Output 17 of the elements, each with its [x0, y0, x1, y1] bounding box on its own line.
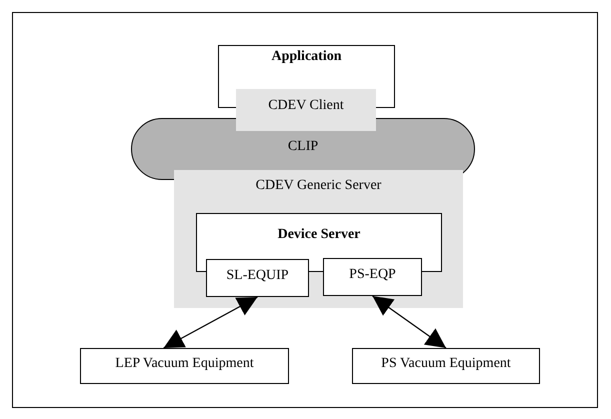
node-label: LEP Vacuum Equipment: [114, 356, 255, 372]
node-label: Application: [270, 49, 342, 65]
client-box: [236, 89, 376, 131]
node-label: CLIP: [286, 139, 320, 155]
equipment-module-box: [206, 259, 309, 297]
node-label: CDEV Generic Server: [254, 178, 382, 194]
equipment-module-box: [323, 258, 422, 296]
server-panel: [174, 170, 463, 308]
node-label: CDEV Client: [267, 98, 345, 114]
node-label: Device Server: [276, 227, 362, 243]
equipment-box: [352, 348, 540, 384]
node-label: PS Vacuum Equipment: [380, 356, 512, 372]
double-arrow: [372, 296, 446, 348]
equipment-box: [80, 348, 289, 384]
node-label: SL-EQUIP: [225, 268, 290, 284]
node-label: PS-EQP: [348, 267, 397, 283]
double-arrow: [163, 296, 258, 349]
